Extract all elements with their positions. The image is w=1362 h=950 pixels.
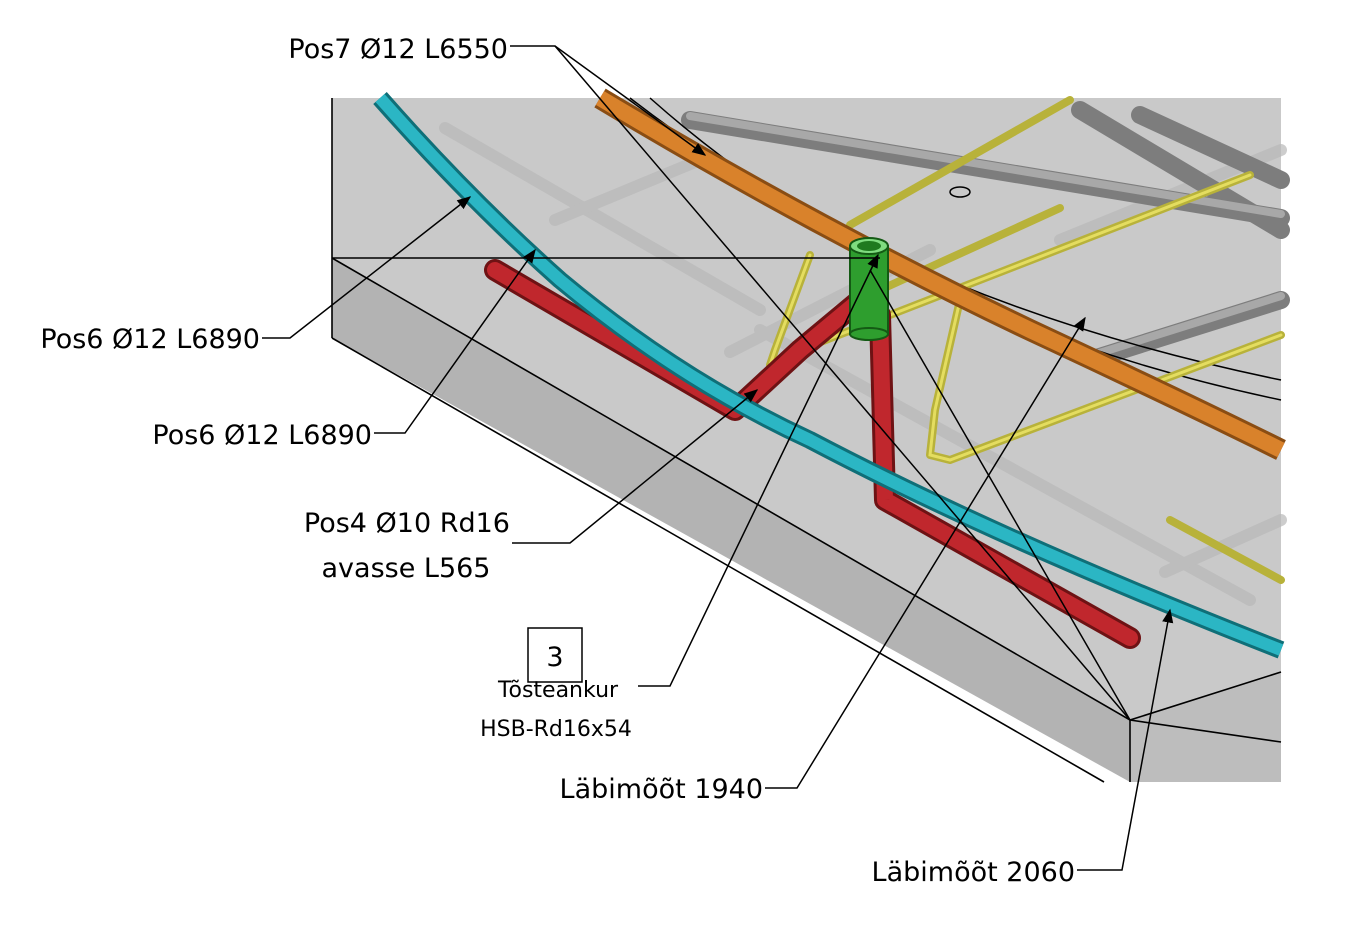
label-diameter-1940: Läbimõõt 1940: [560, 774, 763, 805]
detail-number-box: [527, 627, 583, 683]
label-diameter-2060: Läbimõõt 2060: [872, 857, 1075, 888]
callout-labels: Pos7 Ø12 L6550 Pos6 Ø12 L6890 Pos6 Ø12 L…: [40, 34, 1075, 888]
slab-right-face: [1130, 672, 1281, 782]
leader-diameter-2060: [1077, 608, 1174, 871]
leader-pos6-upper: [262, 196, 472, 339]
detail-number: 3: [546, 642, 563, 673]
label-anchor-line2: HSB-Rd16x54: [480, 717, 632, 742]
leader-pos4: [512, 389, 759, 544]
faint-rebars: [439, 122, 1287, 606]
lifting-anchor-green: [849, 237, 889, 341]
leader-anchor: [638, 253, 879, 687]
label-pos4-line1: Pos4 Ø10 Rd16: [304, 508, 510, 539]
red-rebars-pos4: [484, 259, 1141, 649]
label-pos6-upper: Pos6 Ø12 L6890: [40, 324, 260, 355]
label-anchor-line1: Tõsteankur: [497, 678, 619, 703]
label-pos4-line2: avasse L565: [322, 553, 491, 584]
slab-front-face: [332, 258, 1130, 782]
label-pos7: Pos7 Ø12 L6550: [288, 34, 508, 65]
leader-pos6-lower: [374, 248, 536, 434]
ring-marker: [949, 186, 971, 198]
leader-lines: [262, 45, 1174, 871]
label-pos6-lower: Pos6 Ø12 L6890: [152, 420, 372, 451]
